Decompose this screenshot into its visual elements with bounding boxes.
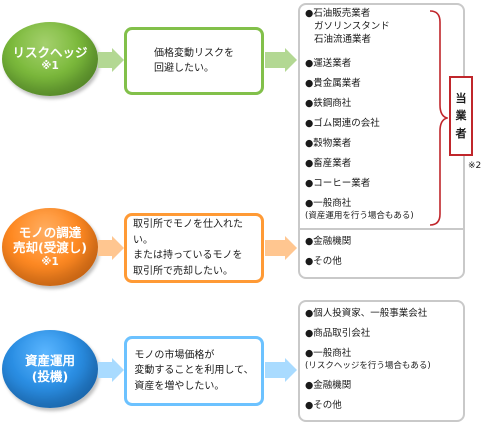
desc-procurement-line-2: または持っているモノを (133, 250, 243, 261)
participant-steel: ●鉄鋼商社 (305, 98, 352, 109)
arrow-risk-hedge-left (98, 48, 124, 72)
oval-procurement-title-1: モノの調達 (18, 224, 82, 240)
participant-coffee: ●コーヒー業者 (305, 178, 371, 189)
panel-divider (298, 228, 465, 230)
desc-procurement-line-1: 取引所でモノを仕入れたい。 (133, 219, 243, 246)
tojisha-label: 当 業 者 (449, 76, 473, 156)
investor-other: ●その他 (305, 400, 342, 411)
tojisha-note: ※2 (468, 161, 482, 171)
participant-transport: ●運送業者 (305, 58, 352, 69)
arrow-asset-management-right (265, 358, 297, 382)
desc-risk-hedge-line-2: 回避したい。 (154, 63, 214, 74)
participant-rubber: ●ゴム関連の会社 (305, 118, 380, 129)
oval-asset-management: 資産運用 (投機) (2, 330, 98, 408)
oval-procurement-title-2: 売却(受渡し) (13, 240, 87, 256)
desc-procurement: 取引所でモノを仕入れたい。 または持っているモノを 取引所で売却したい。 (124, 213, 264, 283)
investor-trading-co: ●一般商社 (リスクヘッジを行う場合もある) (305, 348, 431, 372)
oval-procurement-note: ※1 (41, 256, 59, 269)
arrow-risk-hedge-right (265, 48, 297, 72)
arrow-procurement-right (265, 236, 297, 260)
desc-risk-hedge-line-1: 価格変動リスクを (154, 47, 234, 59)
participant-oil-line-3: 石油流通業者 (314, 33, 372, 45)
desc-asset-management-line-2: 変動することを利用して、 (134, 365, 254, 377)
participant-precious-metals: ●貴金属業者 (305, 78, 361, 89)
participant-financial: ●金融機関 (305, 236, 352, 247)
investor-trading-co-line-2: (リスクヘッジを行う場合もある) (305, 360, 431, 371)
oval-procurement: モノの調達 売却(受渡し) ※1 (2, 208, 98, 286)
participant-oil-line-1: ●石油販売業者 (305, 8, 371, 19)
desc-procurement-line-3: 取引所で売却したい。 (133, 265, 233, 277)
participant-trading-co-line-2: (資産運用を行う場合もある) (305, 210, 414, 221)
arrow-procurement-left (98, 236, 124, 260)
tojisha-char-3: 者 (455, 126, 467, 140)
investor-trading-co-line-1: ●一般商社 (305, 348, 352, 359)
participant-other: ●その他 (305, 256, 342, 267)
arrow-asset-management-left (98, 358, 124, 382)
oval-risk-hedge: リスクヘッジ ※1 (2, 22, 98, 96)
participant-oil: ●石油販売業者 ガソリンスタンド 石油流通業者 (305, 8, 390, 46)
desc-asset-management: モノの市場価格が 変動することを利用して、 資産を増やしたい。 (124, 336, 264, 406)
oval-asset-management-title-2: (投機) (31, 369, 69, 384)
investor-commodity-firm: ●商品取引会社 (305, 328, 371, 339)
investor-financial: ●金融機関 (305, 380, 352, 391)
investor-individual: ●個人投資家、一般事業会社 (305, 308, 428, 319)
participant-trading-co: ●一般商社 (資産運用を行う場合もある) (305, 198, 414, 222)
participant-livestock: ●畜産業者 (305, 158, 352, 169)
tojisha-char-2: 業 (455, 109, 467, 123)
participant-trading-co-line-1: ●一般商社 (305, 198, 352, 209)
tojisha-char-1: 当 (455, 91, 467, 105)
participants-panel-upper (298, 3, 465, 279)
participant-oil-line-2: ガソリンスタンド (314, 20, 390, 32)
participants-panel-lower (298, 300, 465, 422)
oval-risk-hedge-note: ※1 (41, 60, 59, 73)
oval-risk-hedge-title: リスクヘッジ (12, 44, 88, 60)
desc-risk-hedge: 価格変動リスクを 回避したい。 (124, 27, 264, 95)
desc-asset-management-line-3: 資産を増やしたい。 (134, 380, 225, 392)
desc-asset-management-line-1: モノの市場価格が (134, 349, 215, 361)
oval-asset-management-title-1: 資産運用 (24, 353, 75, 369)
participant-grain: ●穀物業者 (305, 138, 352, 149)
tojisha-bracket (429, 10, 448, 226)
